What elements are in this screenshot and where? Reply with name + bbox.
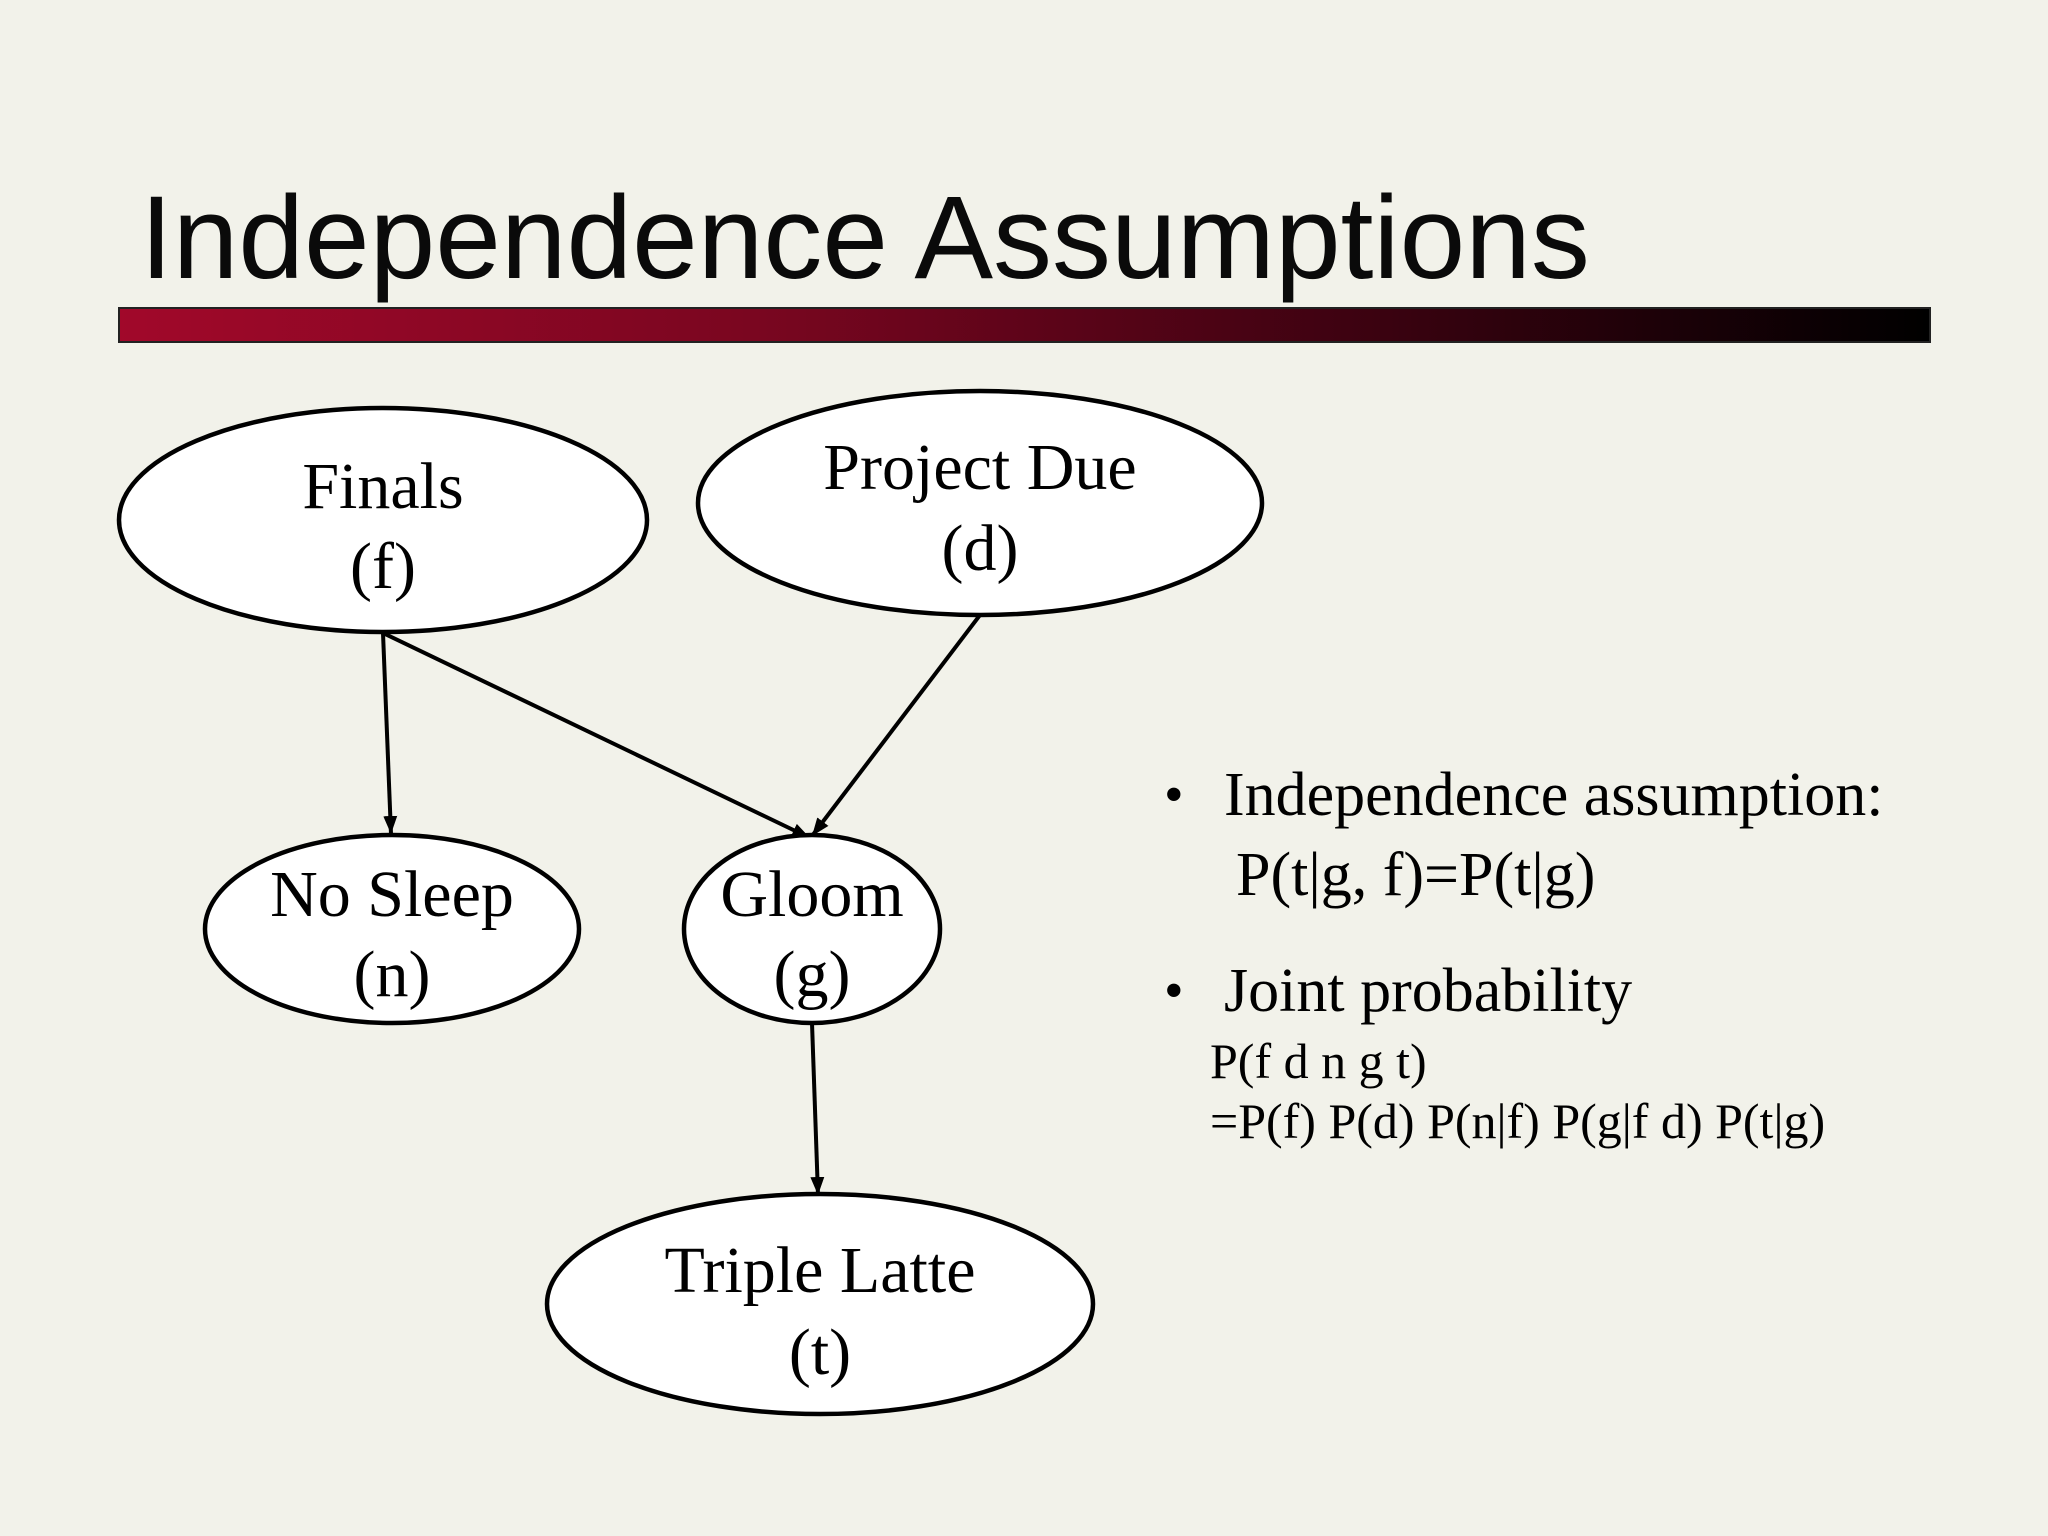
- bullet-joint-probability: • Joint probability P(f d n g t) =P(f) P…: [1160, 951, 2020, 1151]
- bullet-joint-heading: Joint probability: [1224, 957, 1633, 1025]
- bullet-joint-line1: P(f d n g t): [1210, 1033, 1427, 1089]
- node-finals: Finals (f): [116, 405, 650, 635]
- node-no-sleep-symbol: (n): [354, 938, 431, 1011]
- bullet-joint-line2: =P(f) P(d) P(n|f) P(g|f d) P(t|g): [1210, 1093, 1826, 1149]
- edge-gloom-to-triplelatte: [810, 1022, 825, 1196]
- bullet-independence-formula: P(t|g, f)=P(t|g): [1236, 841, 1596, 909]
- bullet-independence-heading: Independence assumption:: [1224, 761, 1884, 829]
- node-gloom: Gloom (g): [681, 832, 943, 1026]
- node-finals-label: Finals: [302, 450, 463, 523]
- node-no-sleep-label: No Sleep: [270, 858, 514, 931]
- slide-title: Independence Assumptions: [140, 172, 1590, 304]
- edge-finals-to-nosleep: [381, 632, 398, 835]
- bullet-independence-assumption: • Independence assumption: P(t|g, f)=P(t…: [1160, 755, 2020, 915]
- bullet-dot: •: [1164, 960, 1184, 1022]
- node-triple-latte: Triple Latte (t): [544, 1191, 1096, 1417]
- node-triple-latte-label: Triple Latte: [664, 1234, 975, 1307]
- node-finals-symbol: (f): [350, 530, 416, 603]
- edge-finals-to-gloom: [382, 631, 811, 840]
- bullet-dot: •: [1164, 764, 1184, 826]
- node-gloom-label: Gloom: [720, 858, 903, 931]
- node-project-due-symbol: (d): [942, 512, 1019, 585]
- node-gloom-symbol: (g): [774, 938, 851, 1011]
- node-project-due-label: Project Due: [823, 431, 1136, 504]
- edge-projectdue-to-gloom: [810, 613, 982, 838]
- node-project-due: Project Due (d): [695, 388, 1265, 618]
- node-triple-latte-symbol: (t): [789, 1316, 851, 1389]
- node-no-sleep: No Sleep (n): [202, 832, 582, 1026]
- title-underline-bar: [118, 307, 1931, 343]
- bullet-list: • Independence assumption: P(t|g, f)=P(t…: [1160, 755, 2020, 1151]
